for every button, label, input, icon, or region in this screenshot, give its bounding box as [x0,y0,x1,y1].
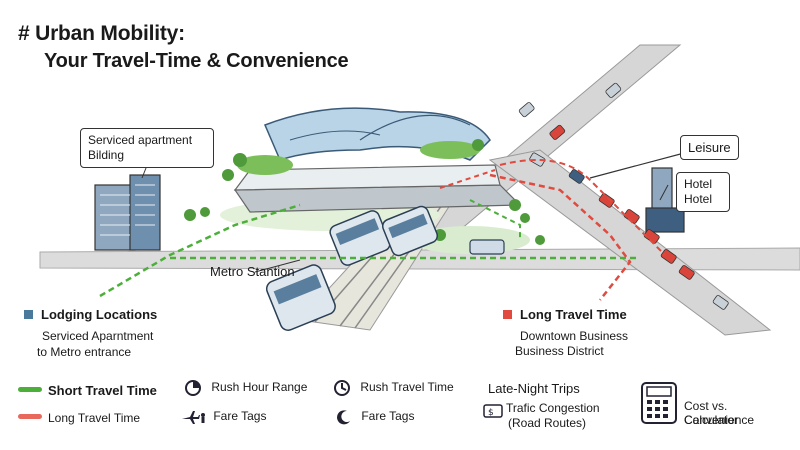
legend-short-travel: Short Travel Time [18,383,157,398]
long-travel-line1: Downtown Business [520,329,629,343]
lodging-title: Lodging Locations [41,307,158,322]
metro-station-label: Metro Stantion [210,264,295,279]
lodging-legend: Lodging Locations [24,307,157,322]
hotel-callout-line1: Hotel [684,177,713,191]
page-title: # Urban Mobility: [18,22,185,45]
long-travel-line2: Business District [515,344,604,358]
short-travel-label: Short Travel Time [48,383,157,398]
hotel-callout-line2: Hotel [684,192,713,206]
calculator-icon [641,382,677,424]
svg-text:$: $ [488,408,494,418]
fare-tags-label-1: Fare Tags [213,409,267,424]
hotel-callout: Hotel Hotel [676,172,730,212]
long-travel-label: Long Travel Time [48,411,141,425]
metro-train-upper [329,205,439,266]
plane-person-icon [182,411,205,424]
money-tag-icon: $ [483,404,503,418]
short-route-path [99,203,301,298]
page-subtitle: Your Travel-Time & Convenience [44,50,349,72]
lodging-line2: to Metro entrance [37,345,132,359]
diagonal-highway-lower [488,149,772,336]
long-travel-legend: Long Travel Time [503,307,627,322]
rush-hour-range-label: Rush Hour Range [211,380,308,395]
bus [469,239,505,255]
fare-tags-label-2: Fare Tags [361,409,415,424]
traffic-cars [518,82,729,310]
pie-clock-icon [185,380,201,396]
metro-train-lower [265,264,336,331]
long-travel-square-icon [503,310,512,319]
calculator-line2: Calculator [684,413,739,427]
calculator-line1: Cost vs. Convenience [684,399,755,427]
late-night-label: Late-Night Trips [488,381,580,396]
green-line-icon [18,387,42,392]
red-line-icon [18,414,42,419]
moon-icon [337,410,350,425]
apartment-building [94,184,136,251]
legend-fare-tags-2: Fare Tags [336,409,414,425]
traffic-congestion-line1: Trafic Congestion [506,401,600,415]
traffic-congestion-line2: (Road Routes) [508,416,587,430]
legend-fare-tags-1: Fare Tags [180,409,266,425]
legend-rush-hour-range: Rush Hour Range [184,379,307,397]
legend-traffic-congestion: $ [482,402,504,420]
long-travel-title: Long Travel Time [520,307,627,322]
apartment-callout: Serviced apartment Bilding [80,128,214,168]
legend-rush-travel-time: Rush Travel Time [333,379,454,397]
lodging-line1: Serviced Aparntment [42,329,154,343]
lodging-square-icon [24,310,33,319]
apartment-callout-line1: Serviced apartment [88,133,193,147]
rush-travel-time-label: Rush Travel Time [360,380,454,395]
leisure-callout: Leisure [680,135,739,160]
clock-icon [334,380,350,396]
apartment-callout-line2: Bilding [88,148,125,162]
legend-long-travel: Long Travel Time [18,411,140,425]
